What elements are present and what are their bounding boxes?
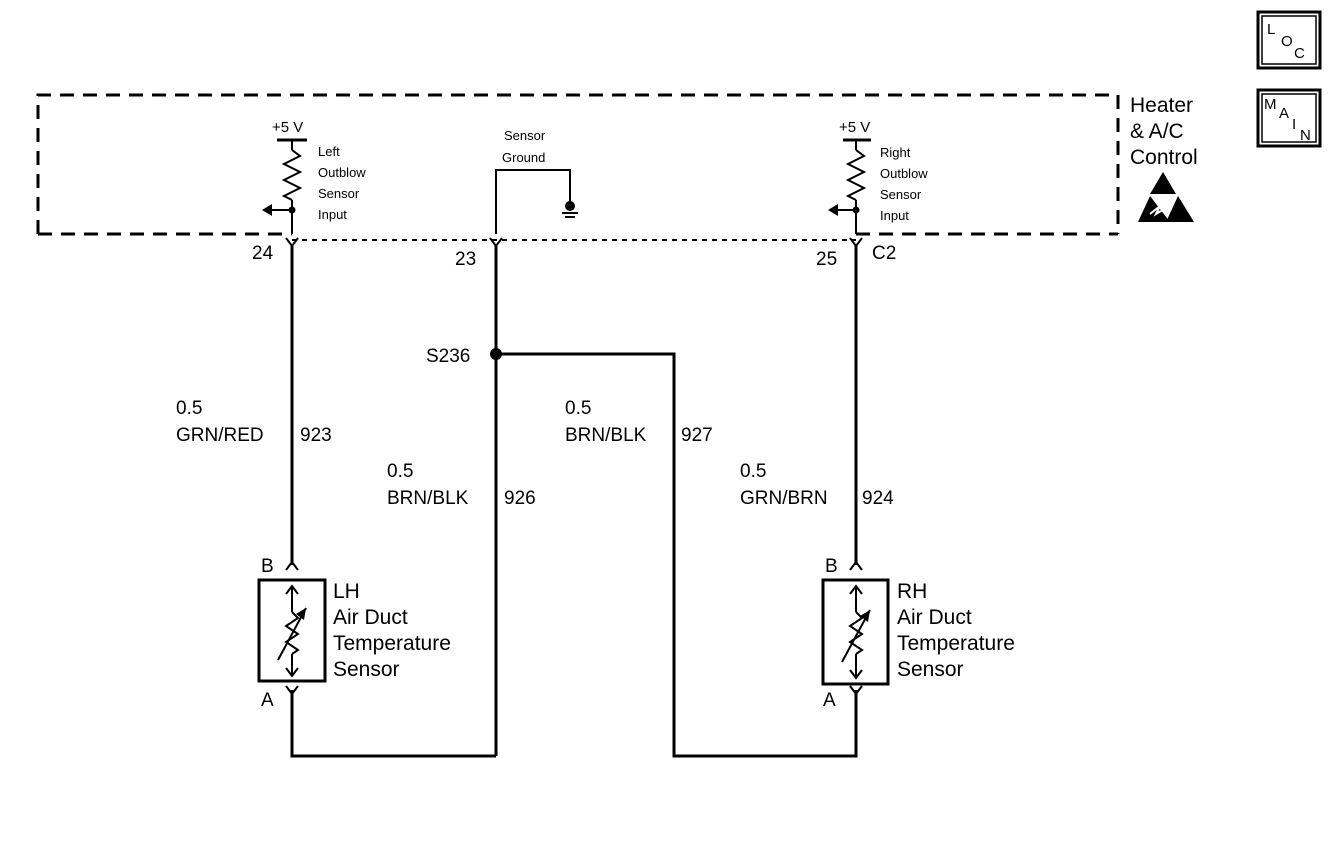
esd-warning-icon	[1138, 172, 1194, 222]
svg-text:0.5: 0.5	[387, 461, 413, 482]
lh-name-line-3: Temperature	[333, 632, 451, 655]
main-letter-1: M	[1264, 96, 1277, 113]
sensor-ground-circuit: Sensor Ground	[495, 128, 578, 234]
pin-25-terminal-icon	[849, 237, 863, 248]
svg-text:923: 923	[300, 425, 332, 446]
svg-text:0.5: 0.5	[565, 398, 591, 419]
pin-24-label: 24	[252, 243, 274, 264]
wire-926: 0.5 BRN/BLK 926	[387, 246, 536, 756]
right-outblow-circuit: +5 V Right Outblow Sensor Input	[828, 119, 928, 234]
right-label-line-4: Input	[880, 208, 909, 223]
rh-pin-a-label: A	[823, 690, 836, 711]
rh-name-line-4: Sensor	[897, 658, 964, 681]
ground-label-line-1: Sensor	[504, 128, 546, 143]
svg-text:0.5: 0.5	[740, 461, 766, 482]
svg-text:926: 926	[504, 488, 536, 509]
lh-pin-b-label: B	[261, 556, 274, 577]
loc-letter-1: L	[1267, 21, 1275, 38]
lh-air-duct-temperature-sensor: B A LH Air Duct Temperature Sensor	[257, 556, 451, 711]
left-label-line-3: Sensor	[318, 186, 360, 201]
lh-pin-a-label: A	[261, 690, 274, 711]
rh-air-duct-temperature-sensor: B A RH Air Duct Temperature Sensor	[821, 556, 1015, 711]
wire-927: 0.5 BRN/BLK 927	[496, 352, 858, 758]
module-name-line-3: Control	[1130, 146, 1198, 169]
right-label-line-1: Right	[880, 145, 911, 160]
pin-23-label: 23	[455, 249, 476, 270]
rh-name-line-1: RH	[897, 580, 927, 603]
rh-pin-b-label: B	[825, 556, 838, 577]
right-label-line-2: Outblow	[880, 166, 928, 181]
main-button[interactable]: M A I N	[1256, 88, 1322, 148]
heater-ac-control-module: Heater & A/C Control +5 V Left Outblow S…	[36, 93, 1198, 241]
left-outblow-circuit: +5 V Left Outblow Sensor Input	[262, 119, 366, 234]
left-label-line-4: Input	[318, 207, 347, 222]
ground-icon	[565, 201, 575, 211]
pin-25-label: 25	[816, 249, 837, 270]
rh-pin-a-terminal-icon	[849, 685, 863, 696]
right-input-arrow-icon	[828, 204, 838, 216]
lh-name-line-4: Sensor	[333, 658, 400, 681]
wire-924: 0.5 GRN/BRN 924	[740, 246, 894, 565]
svg-text:BRN/BLK: BRN/BLK	[387, 488, 469, 509]
left-supply-label: +5 V	[272, 119, 303, 136]
svg-text:GRN/RED: GRN/RED	[176, 425, 264, 446]
ground-label-line-2: Ground	[502, 150, 545, 165]
wire-lh-ground-return	[290, 690, 496, 758]
lh-pin-a-terminal-icon	[285, 685, 299, 696]
lh-pin-b-terminal-icon	[285, 560, 299, 571]
loc-letter-3: C	[1294, 45, 1305, 62]
main-letter-4: N	[1300, 127, 1311, 144]
rh-name-line-3: Temperature	[897, 632, 1015, 655]
wire-923: 0.5 GRN/RED 923	[176, 246, 332, 565]
splice-s236: S236	[426, 346, 502, 367]
splice-dot	[490, 348, 502, 360]
module-name-line-1: Heater	[1130, 94, 1193, 117]
main-letter-3: I	[1292, 116, 1296, 133]
rh-pin-b-terminal-icon	[849, 560, 863, 571]
svg-text:924: 924	[862, 488, 894, 509]
lh-name-line-1: LH	[333, 580, 360, 603]
svg-text:GRN/BRN: GRN/BRN	[740, 488, 828, 509]
loc-letter-2: O	[1281, 33, 1293, 50]
right-label-line-3: Sensor	[880, 187, 922, 202]
splice-label: S236	[426, 346, 470, 367]
right-supply-label: +5 V	[839, 119, 870, 136]
connector-c2: 24 23 25 C2	[252, 237, 896, 270]
rh-name-line-2: Air Duct	[897, 606, 972, 629]
module-name-line-2: & A/C	[1130, 120, 1184, 143]
svg-text:0.5: 0.5	[176, 398, 202, 419]
svg-text:BRN/BLK: BRN/BLK	[565, 425, 647, 446]
main-letter-2: A	[1279, 105, 1289, 122]
svg-text:927: 927	[681, 425, 713, 446]
left-label-line-1: Left	[318, 144, 340, 159]
lh-name-line-2: Air Duct	[333, 606, 408, 629]
left-label-line-2: Outblow	[318, 165, 366, 180]
loc-button[interactable]: L O C	[1256, 10, 1322, 70]
left-input-arrow-icon	[262, 204, 272, 216]
module-boundary	[36, 93, 1120, 234]
connector-label: C2	[872, 243, 896, 264]
